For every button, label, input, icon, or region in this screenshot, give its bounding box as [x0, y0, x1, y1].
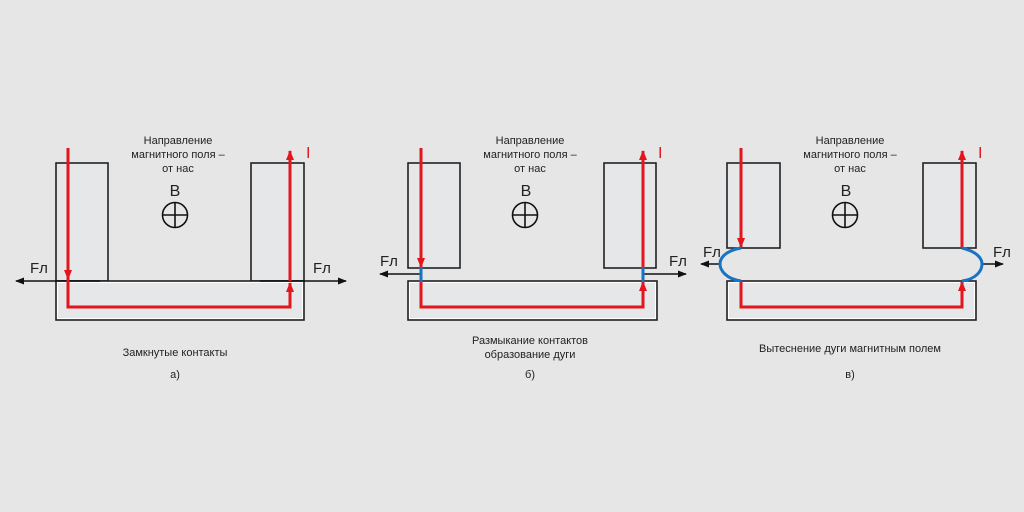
field-into-page-icon: [831, 201, 859, 229]
panel-closed-contacts: I Направление магнитного поля – от нас B…: [15, 135, 347, 381]
panel-letter: б): [525, 369, 535, 381]
caption: Замкнутые контакты: [123, 347, 228, 359]
bridge-contact: [726, 280, 977, 321]
current-label: I: [978, 145, 982, 162]
electric-arc-right: [961, 246, 984, 283]
field-text-line3: от нас: [514, 163, 546, 175]
caption: Вытеснение дуги магнитным полем: [759, 343, 941, 355]
field-into-page-icon: [161, 201, 189, 229]
panel-letter: а): [170, 369, 180, 381]
force-label-left: Fл: [30, 260, 48, 277]
field-into-page-icon: [511, 201, 539, 229]
right-contact: [922, 162, 977, 249]
field-text-line2: магнитного поля –: [131, 149, 225, 161]
right-contact: [250, 162, 305, 282]
bridge-contact: [55, 280, 305, 321]
force-label-right: Fл: [313, 260, 331, 277]
caption-line2: образование дуги: [485, 349, 576, 361]
left-contact: [726, 162, 781, 249]
panel-contacts-opening: I Направление магнитного поля – от нас B…: [379, 135, 687, 381]
left-contact: [407, 162, 461, 269]
field-symbol-b: B: [841, 183, 852, 200]
left-contact: [55, 162, 109, 282]
field-symbol-b: B: [170, 183, 181, 200]
panel-letter: в): [845, 369, 855, 381]
field-text-line1: Направление: [496, 135, 565, 147]
field-text-line3: от нас: [834, 163, 866, 175]
bridge-contact: [407, 280, 658, 321]
field-text-line1: Направление: [816, 135, 885, 147]
current-label: I: [306, 145, 310, 162]
field-text-line2: магнитного поля –: [483, 149, 577, 161]
electric-arc-left: [718, 246, 742, 283]
force-label-right: Fл: [669, 253, 687, 270]
field-text-line3: от нас: [162, 163, 194, 175]
force-label-left: Fл: [703, 244, 721, 261]
force-label-left: Fл: [380, 253, 398, 270]
force-label-right: Fл: [993, 244, 1011, 261]
field-text-line1: Направление: [144, 135, 213, 147]
field-text-line2: магнитного поля –: [803, 149, 897, 161]
field-symbol-b: B: [521, 183, 532, 200]
caption-line1: Размыкание контактов: [472, 335, 588, 347]
current-label: I: [658, 145, 662, 162]
panel-arc-displacement: I Направление магнитного поля – от нас B…: [700, 135, 1011, 381]
right-contact: [603, 162, 657, 269]
